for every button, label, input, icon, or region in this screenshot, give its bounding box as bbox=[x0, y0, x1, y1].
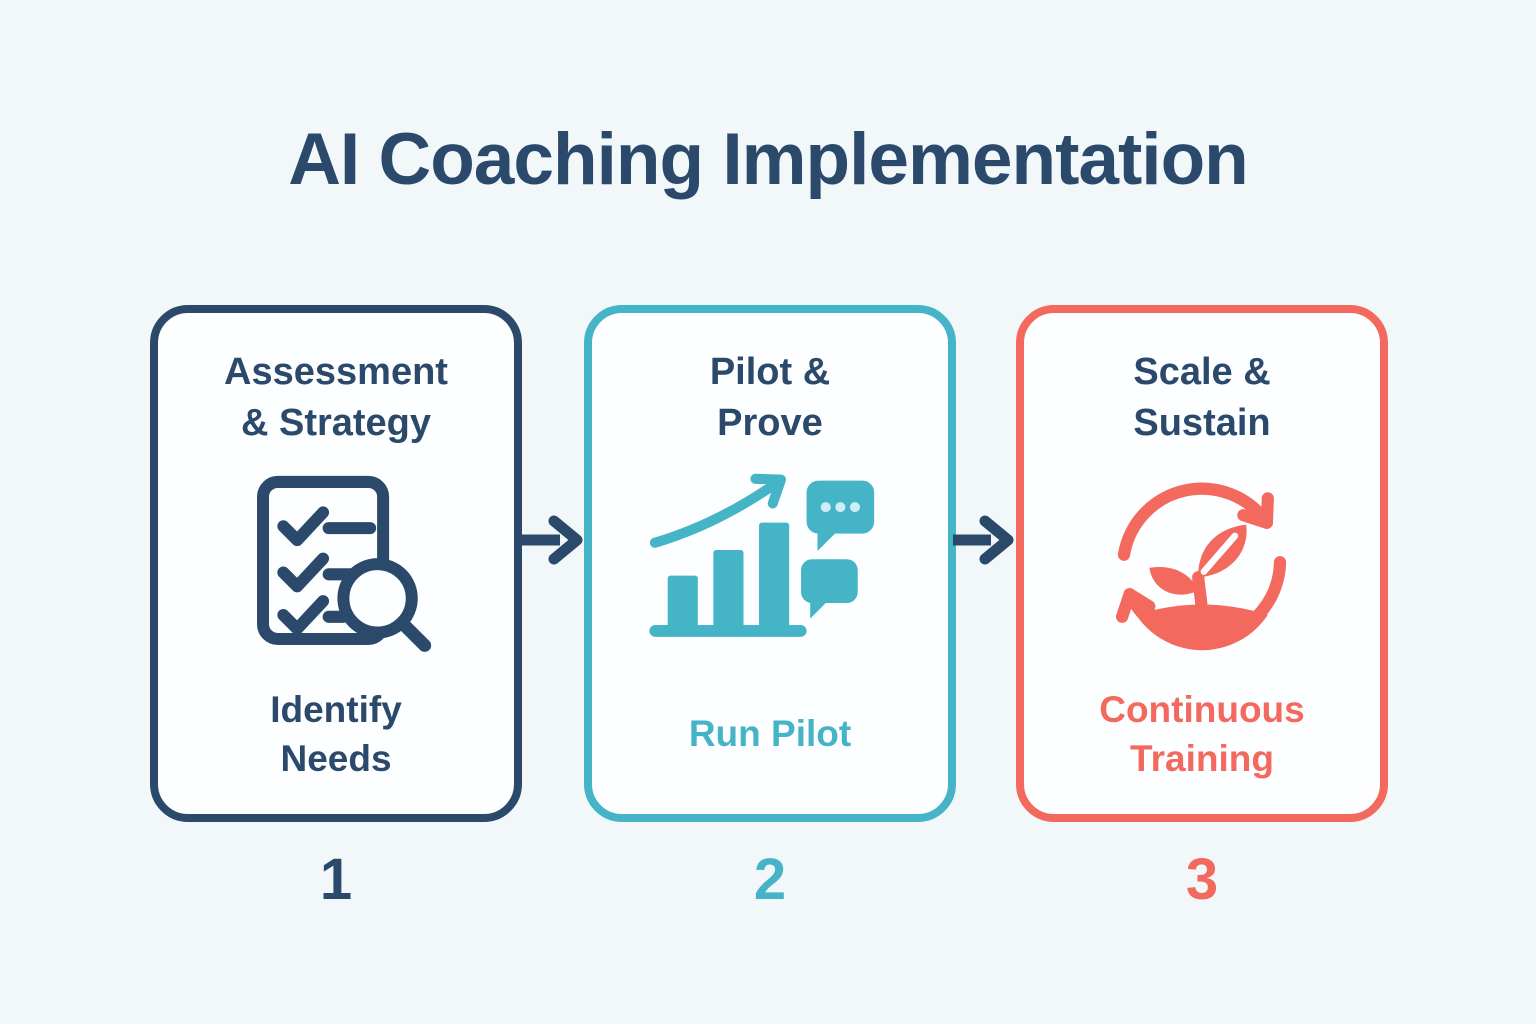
step-card-pilot: Pilot & Prove bbox=[584, 305, 956, 822]
growth-cycle-sprout-icon bbox=[1108, 449, 1296, 684]
step-label: Continuous Training bbox=[1099, 688, 1305, 779]
step-title: Assessment & Strategy bbox=[224, 351, 448, 444]
step-title: Pilot & Prove bbox=[709, 351, 831, 444]
step-number: 2 bbox=[753, 847, 787, 912]
step-label: Run Pilot bbox=[688, 713, 852, 755]
step-number: 3 bbox=[1185, 847, 1219, 912]
step-card-scale: Scale & Sustain Continuous Training bbox=[1016, 305, 1388, 822]
arrow-right-icon bbox=[520, 512, 586, 568]
step-number: 1 bbox=[319, 847, 353, 912]
arrow-right-icon bbox=[951, 512, 1017, 568]
page-title: AI Coaching Implementation bbox=[288, 119, 1249, 200]
checklist-magnifier-icon bbox=[237, 449, 435, 684]
step-label: Identify Needs bbox=[270, 688, 402, 779]
step-title: Scale & Sustain bbox=[1133, 351, 1271, 444]
bar-chart-growth-chat-icon bbox=[642, 449, 898, 684]
step-card-assessment: Assessment & Strategy Identify Needs bbox=[150, 305, 522, 822]
